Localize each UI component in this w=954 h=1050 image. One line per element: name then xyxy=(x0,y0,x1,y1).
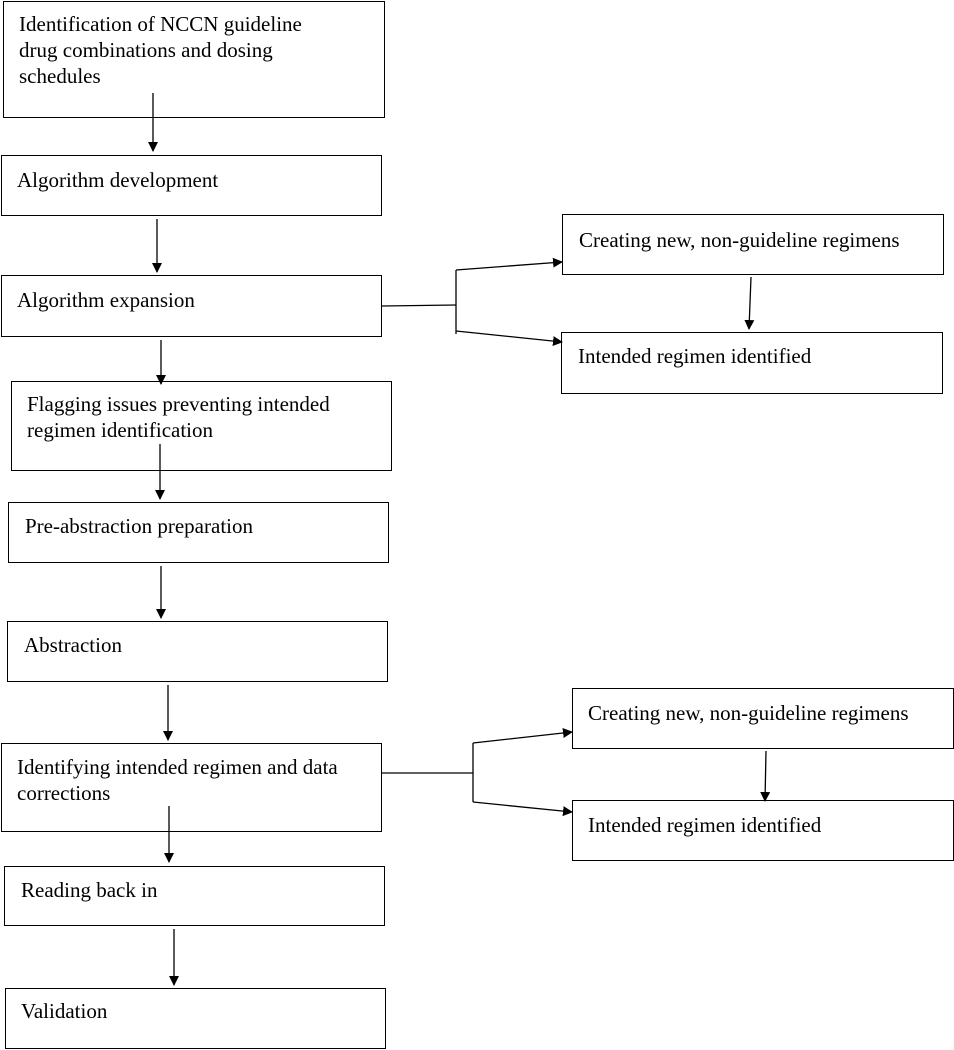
step-label: Flagging issues preventing intended regi… xyxy=(27,392,330,442)
step-label: Identification of NCCN guideline drug co… xyxy=(19,12,302,88)
arrow-branch1-to-new-regimens xyxy=(455,257,563,271)
branch-label: Creating new, non-guideline regimens xyxy=(579,228,900,252)
step-abstraction: Abstraction xyxy=(7,621,388,682)
branch-label: Intended regimen identified xyxy=(578,344,812,368)
step-label: Algorithm development xyxy=(17,168,219,192)
step-validation: Validation xyxy=(5,988,386,1049)
step-identifying-intended-regimen: Identifying intended regimen and data co… xyxy=(1,743,382,832)
step-label: Abstraction xyxy=(24,633,122,657)
arrow-branch2-new-to-identified xyxy=(760,750,771,802)
arrow-branch2-to-identified xyxy=(472,801,573,817)
step-label: Validation xyxy=(21,999,108,1023)
branch1-stem xyxy=(381,304,457,307)
arrow-branch2-to-new-regimens xyxy=(472,728,573,744)
branch1-new-regimens: Creating new, non-guideline regimens xyxy=(562,214,944,275)
step-label: Identifying intended regimen and data co… xyxy=(17,755,338,805)
branch2-regimen-identified: Intended regimen identified xyxy=(572,800,954,861)
step-algorithm-development: Algorithm development xyxy=(1,155,382,216)
arrow-branch1-to-identified xyxy=(455,330,563,347)
step-algorithm-expansion: Algorithm expansion xyxy=(1,275,382,337)
branch-label: Intended regimen identified xyxy=(588,813,822,837)
step-label: Algorithm expansion xyxy=(17,288,195,312)
step-identification-nccn: Identification of NCCN guideline drug co… xyxy=(3,1,385,118)
branch-label: Creating new, non-guideline regimens xyxy=(588,701,909,725)
step-label: Pre-abstraction preparation xyxy=(25,514,253,538)
branch1-regimen-identified: Intended regimen identified xyxy=(561,332,943,394)
step-flagging-issues: Flagging issues preventing intended regi… xyxy=(11,381,392,471)
step-pre-abstraction: Pre-abstraction preparation xyxy=(8,502,389,563)
branch2-new-regimens: Creating new, non-guideline regimens xyxy=(572,688,954,749)
arrow-branch1-new-to-identified xyxy=(744,276,755,330)
step-reading-back-in: Reading back in xyxy=(4,866,385,926)
step-label: Reading back in xyxy=(21,878,158,902)
